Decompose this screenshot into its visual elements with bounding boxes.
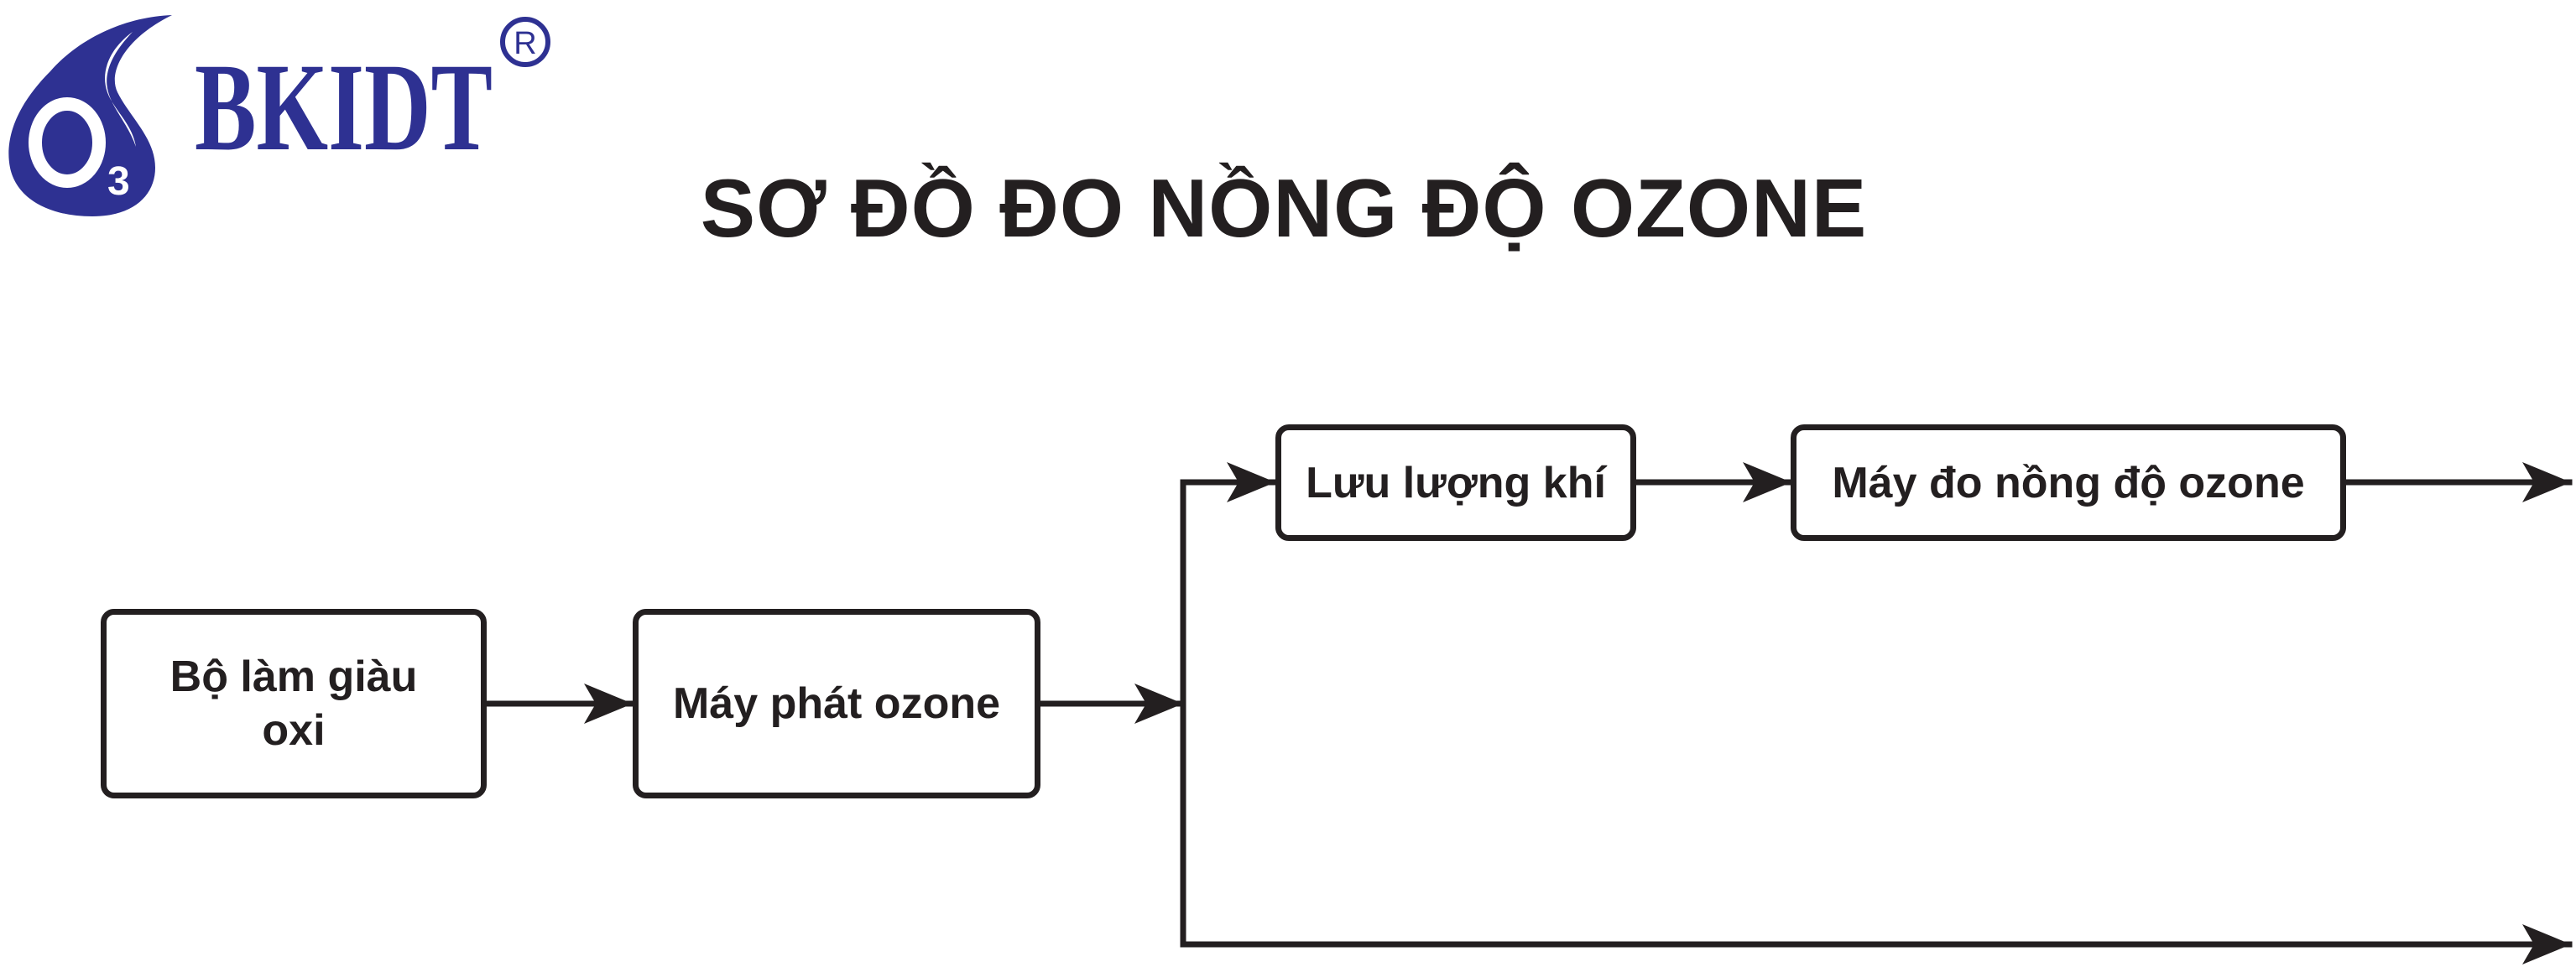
oxygen-concentrator-label-line1: Bộ làm giàu [169, 652, 418, 701]
logo-subscript-3: 3 [107, 159, 130, 204]
page-title: SƠ ĐỒ ĐO NỒNG ĐỘ OZONE [700, 162, 1868, 254]
oxygen-concentrator-label-line2: oxi [262, 706, 326, 755]
gas-flow-box: Lưu lượng khí [1275, 424, 1636, 541]
ozone-meter-box: Máy đo nồng độ ozone [1791, 424, 2346, 541]
registered-mark-letter: R [514, 26, 536, 61]
registered-mark-icon [500, 17, 550, 67]
bkidt-logo: 3 BKIDT R [8, 15, 550, 216]
logo-wordmark: BKIDT [195, 38, 493, 177]
ozone-meter-label: Máy đo nồng độ ozone [1832, 458, 2305, 507]
oxygen-concentrator-box: Bộ làm giàu oxi [101, 609, 487, 798]
gas-flow-label: Lưu lượng khí [1306, 458, 1606, 507]
ozone-generator-label: Máy phát ozone [672, 679, 1001, 728]
ozone-generator-box: Máy phát ozone [633, 609, 1040, 798]
